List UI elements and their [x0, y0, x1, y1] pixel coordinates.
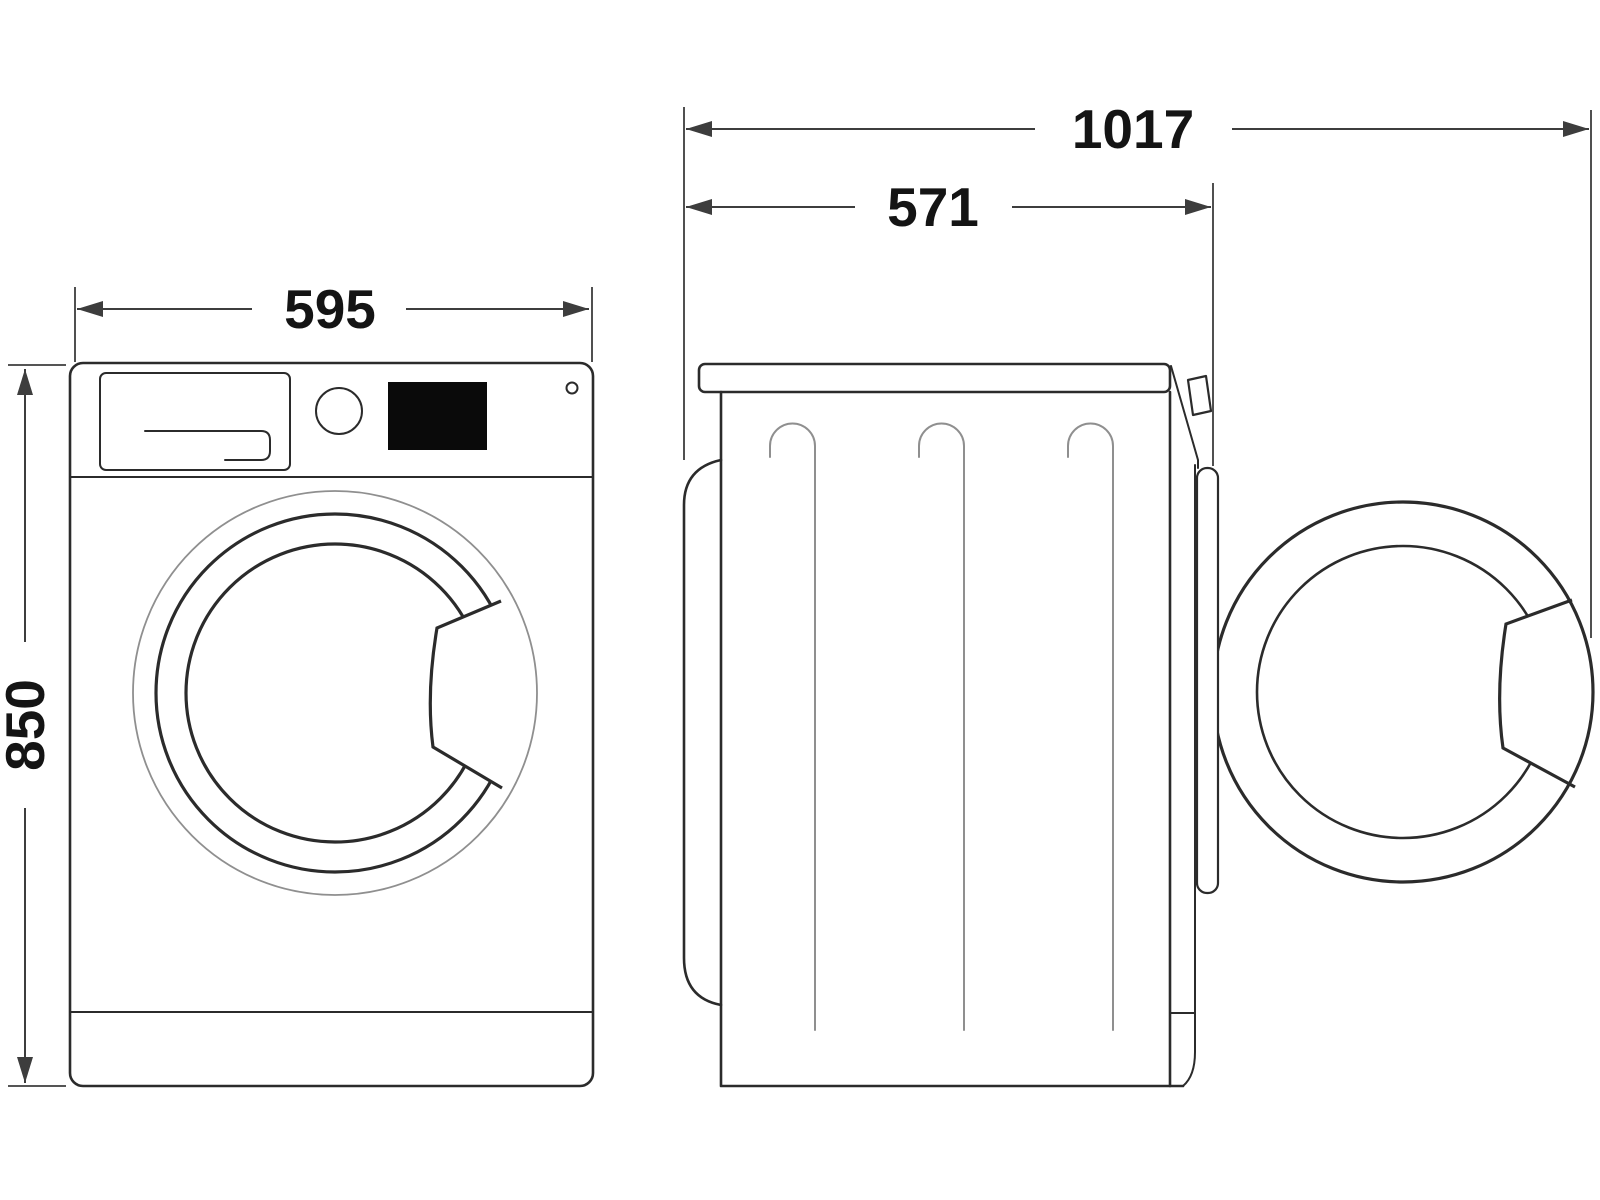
top-lid: [697, 362, 1172, 394]
door-handle-pocket: [428, 599, 503, 790]
front-body-outline: [68, 361, 595, 1088]
drawer-handle-groove: [144, 430, 271, 461]
door-outer-ring: [132, 490, 538, 896]
side-panel-groove-2: [918, 422, 965, 1031]
side-panel-groove-1: [769, 422, 816, 1031]
door-handle-pocket-fill: [430, 601, 531, 788]
display-screen: [388, 382, 487, 450]
door-hinge: [1186, 374, 1213, 417]
dimension-depth-total: 1017: [683, 98, 1592, 638]
dimension-depth-body: 571: [686, 176, 1214, 466]
side-body-outline: [719, 390, 1185, 1088]
control-panel-slant: [1170, 365, 1199, 469]
detergent-drawer: [99, 372, 291, 471]
arrow-down-icon: [17, 1057, 33, 1083]
program-knob: [315, 387, 363, 435]
power-indicator-dot: [565, 381, 579, 395]
side-open-door: [1211, 500, 1599, 884]
arrow-left-icon: [77, 301, 103, 317]
dimension-label: 595: [284, 278, 376, 340]
dimension-label: 850: [0, 679, 56, 771]
arrow-up-icon: [17, 369, 33, 395]
dimension-label: 1017: [1072, 98, 1194, 160]
front-view: [68, 361, 595, 1088]
dimension-front-width: 595: [74, 278, 593, 362]
side-view: [682, 362, 1599, 1088]
side-door-handle-pocket: [1498, 598, 1576, 789]
arrow-left-icon: [686, 121, 712, 137]
side-door-handle-fill: [1499, 600, 1599, 787]
arrow-right-icon: [1563, 121, 1589, 137]
arrow-right-icon: [563, 301, 589, 317]
rear-panel-bulge: [682, 458, 723, 1007]
arrow-right-icon: [1185, 199, 1211, 215]
dimension-front-height: 850: [0, 364, 66, 1087]
door-mounting-plate: [1195, 466, 1220, 895]
arrow-left-icon: [686, 199, 712, 215]
side-front-panel-edge: [1169, 464, 1196, 1087]
dimension-label: 571: [887, 176, 979, 238]
front-door: [132, 490, 538, 896]
side-panel-groove-3: [1067, 422, 1114, 1031]
